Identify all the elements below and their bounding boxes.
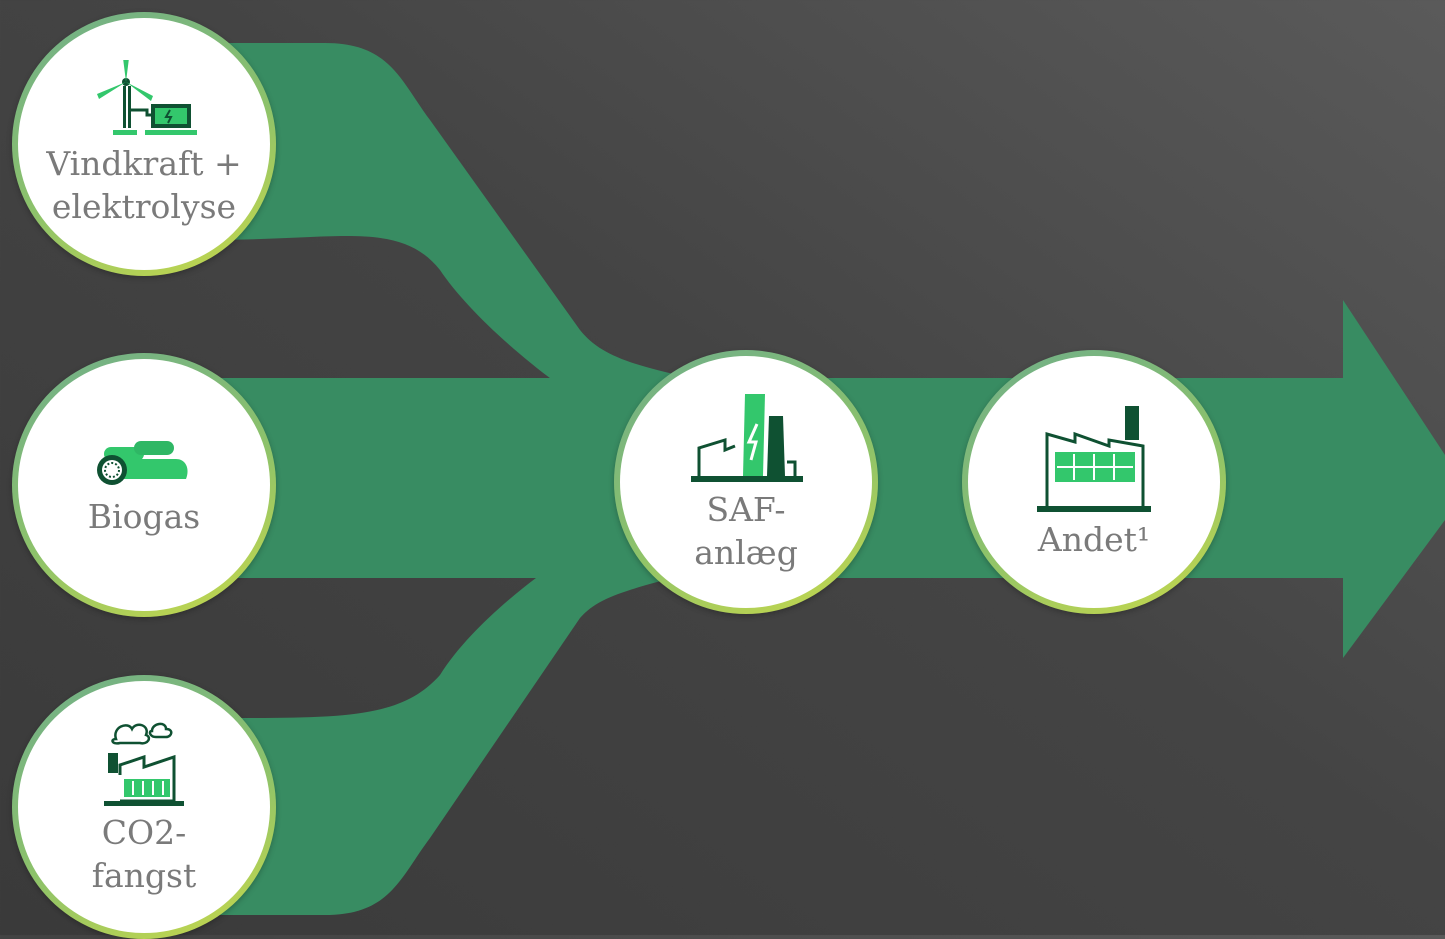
- power-plant-icon: [691, 394, 803, 482]
- node-saf-plant: SAF- anlæg: [614, 350, 878, 614]
- flow-stream-wind: [210, 43, 700, 460]
- node-wind-electrolysis: Vindkraft + elektrolyse: [12, 12, 276, 276]
- flow-stream-co2: [210, 490, 700, 915]
- factory-icon: [1037, 405, 1151, 512]
- node-other: Andet¹: [962, 350, 1226, 614]
- node-saf-label-line2: anlæg: [694, 533, 798, 572]
- node-wind-label-line1: Vindkraft +: [46, 144, 242, 183]
- wind-turbine-battery-icon: [97, 60, 197, 135]
- node-biogas-label: Biogas: [87, 496, 201, 536]
- pipes-icon: [97, 440, 188, 485]
- node-co2-label-line2: fangst: [91, 856, 197, 895]
- factory-clouds-icon: [104, 722, 184, 806]
- node-other-label: Andet¹: [1037, 519, 1151, 559]
- node-wind-label-line2: elektrolyse: [51, 187, 237, 226]
- node-co2-label-line1: CO2-: [101, 813, 187, 852]
- node-biogas: Biogas: [12, 353, 276, 617]
- node-co2-capture: CO2- fangst: [12, 675, 276, 939]
- node-saf-label-line1: SAF-: [706, 490, 786, 529]
